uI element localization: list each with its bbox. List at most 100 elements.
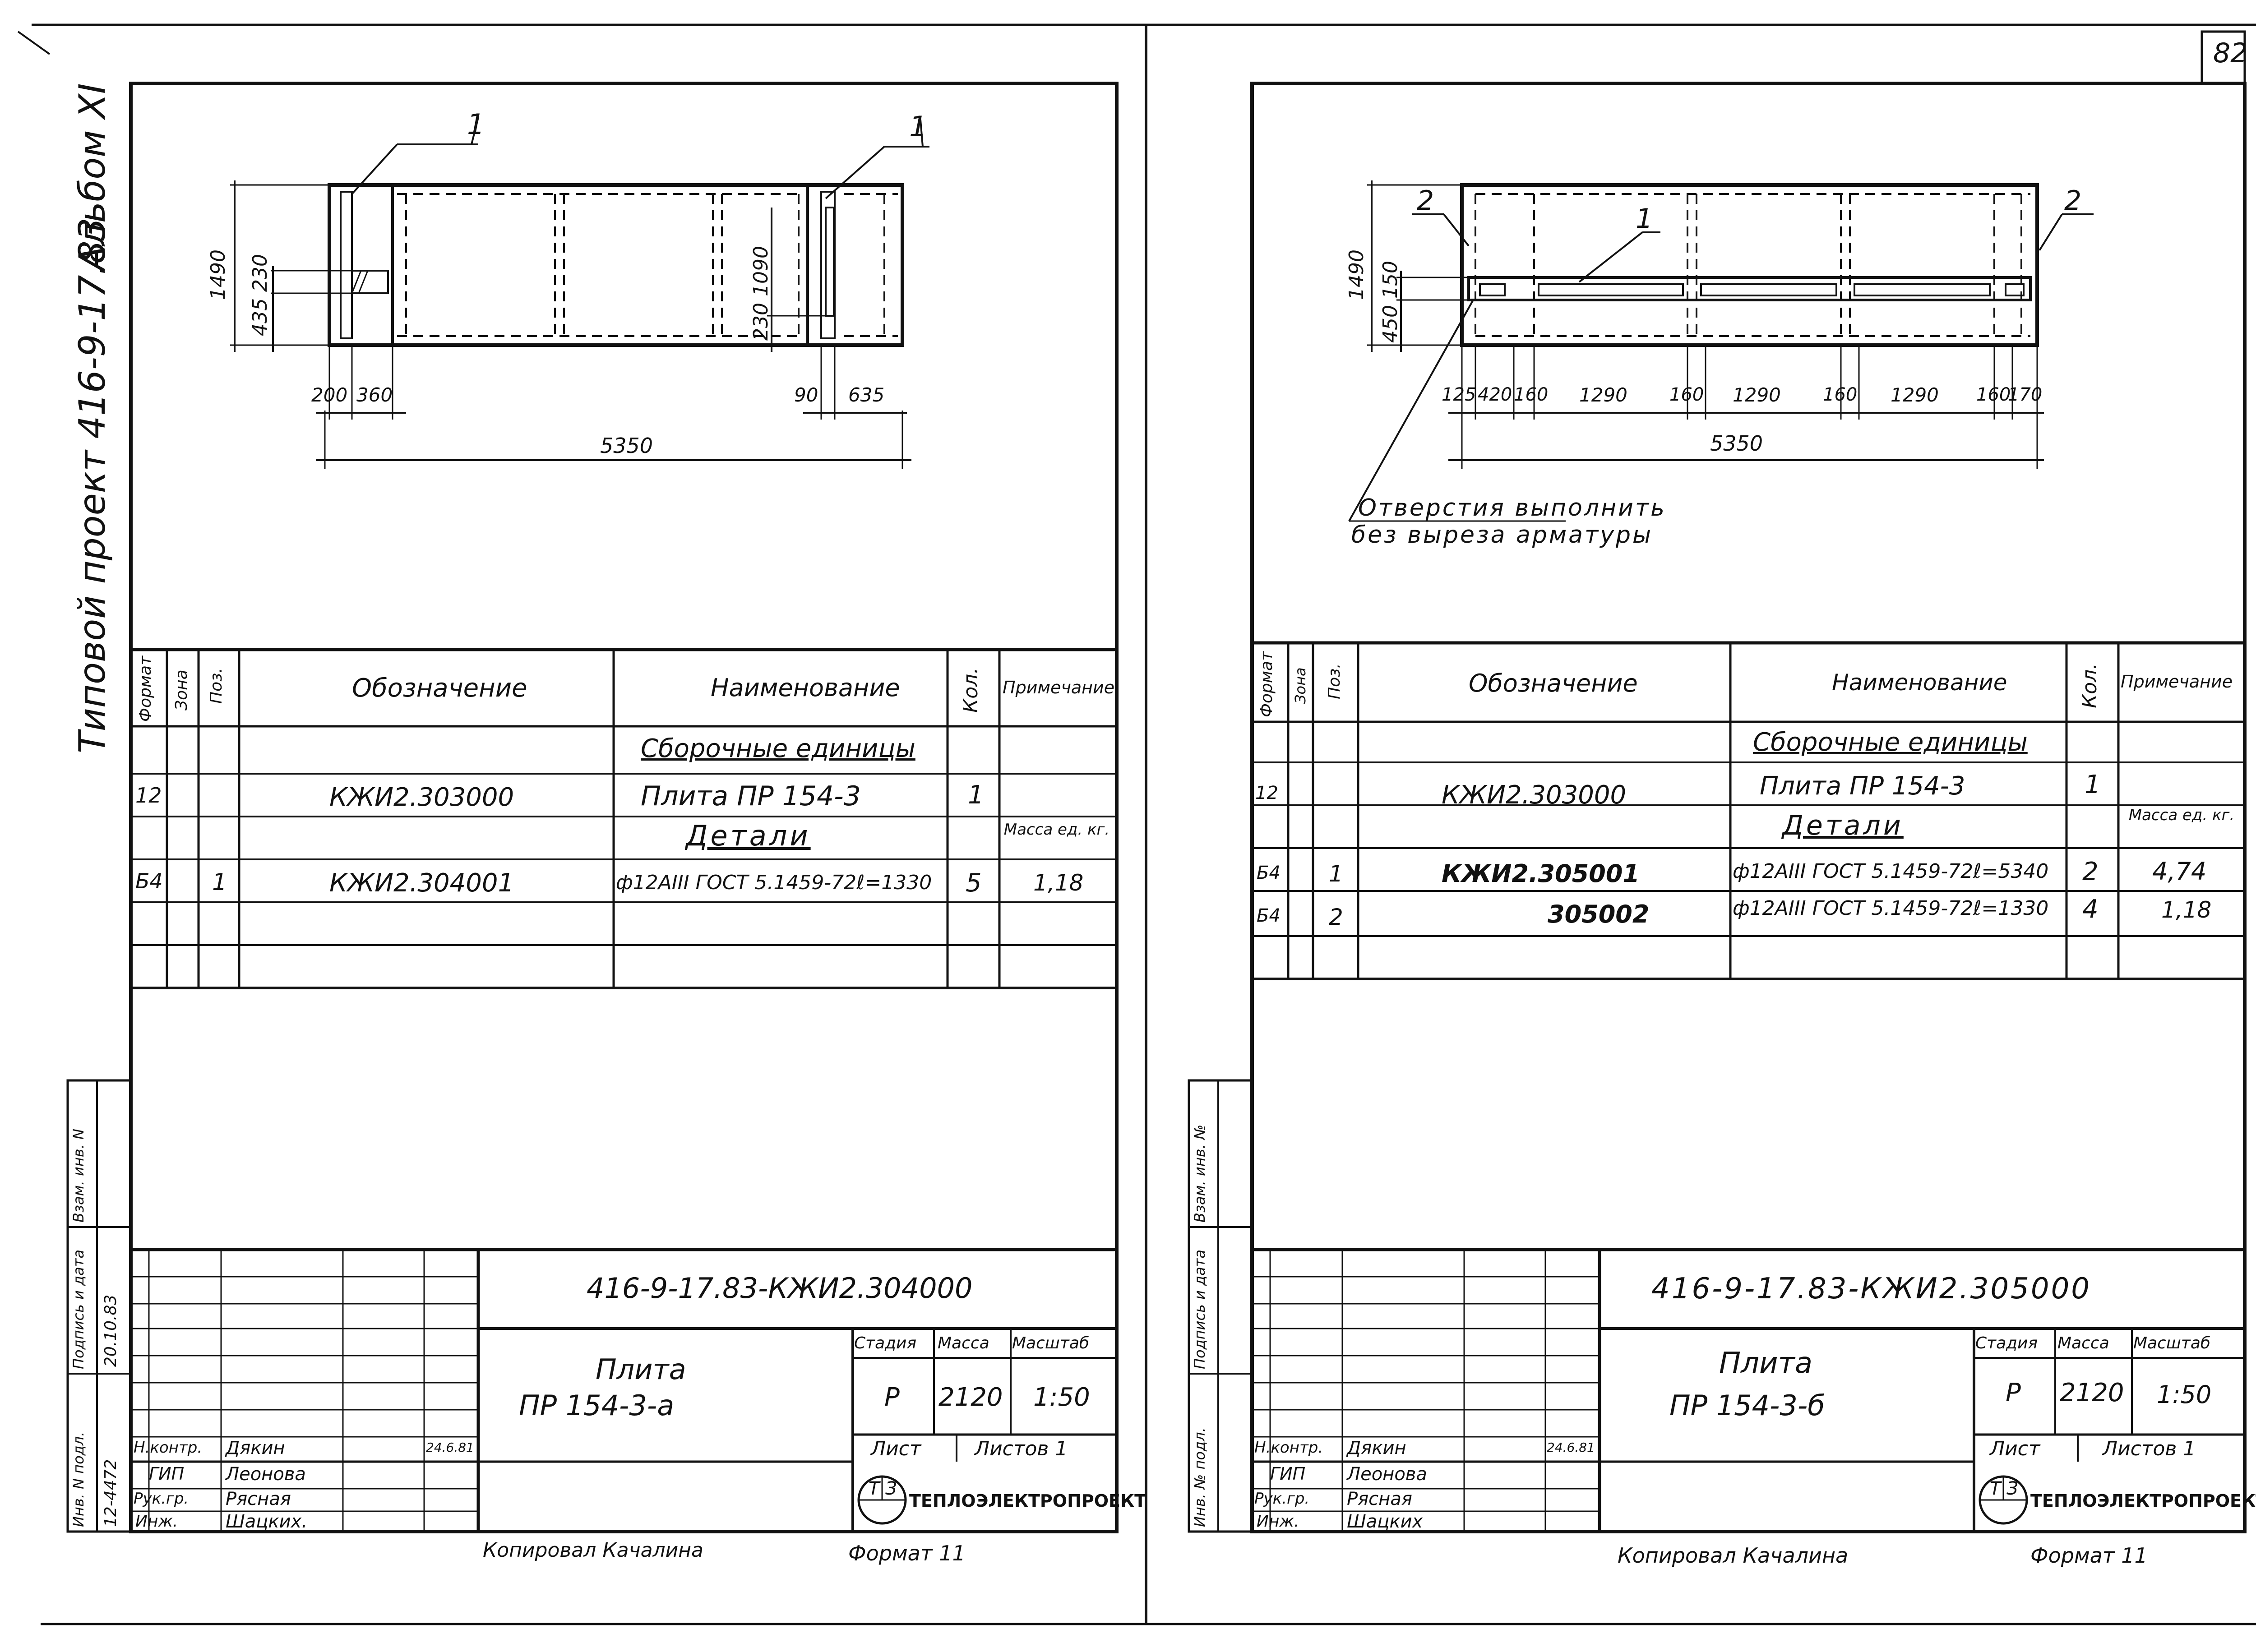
- mass-label: Масса: [938, 1334, 989, 1352]
- name-1: Леонова: [226, 1464, 306, 1485]
- chain-3: 1290: [1579, 384, 1627, 406]
- col-designation: Обозначение: [352, 674, 527, 703]
- name-0-r: Дякин: [1347, 1438, 1406, 1458]
- title-line2: ПР 154-3-а: [519, 1389, 675, 1422]
- dim-left-inner-r: 450 150: [1379, 261, 1402, 343]
- sheets-label-r: Листов 1: [2103, 1437, 2196, 1460]
- row3-qty-r: 2: [2082, 857, 2099, 886]
- col-zone-r: Зона: [1292, 667, 1309, 704]
- row2-note-r: Масса ед. кг.: [2128, 806, 2235, 824]
- row1-qty: 1: [968, 780, 984, 810]
- mass-label-r: Масса: [2057, 1334, 2109, 1352]
- stamp-inv-r: Инв. № подл.: [1191, 1427, 1208, 1527]
- stamp-date-value: 20.10.83: [102, 1294, 120, 1367]
- col-format-r: Формат: [1257, 651, 1276, 717]
- name-0: Дякин: [226, 1438, 285, 1458]
- scale-value-r: 1:50: [2157, 1380, 2212, 1409]
- mass-value: 2120: [938, 1383, 1003, 1412]
- row3-qty: 5: [966, 868, 982, 898]
- dim-360: 360: [356, 384, 393, 406]
- row2-note: Масса ед. кг.: [1003, 821, 1110, 839]
- col-qty-r: Кол.: [2078, 663, 2101, 708]
- title-line2-r: ПР 154-3-б: [1669, 1389, 1825, 1422]
- col-name: Наименование: [711, 674, 900, 702]
- row3-pos-r: 1: [1329, 861, 1343, 887]
- title-line1-r: Плита: [1719, 1347, 1813, 1380]
- role-3: Инж.: [135, 1512, 178, 1531]
- stamp-inv-value: 12-4472: [102, 1459, 120, 1527]
- name-3: Шацких.: [226, 1511, 308, 1532]
- role-1-r: ГИП: [1270, 1464, 1306, 1484]
- title-line1: Плита: [596, 1353, 686, 1386]
- col-pos: Поз.: [207, 668, 226, 704]
- row4-designation-r: 305002: [1548, 900, 1650, 928]
- org-name-r: ТЕПЛОЭЛЕКТРОПРОЕКТ: [2030, 1491, 2256, 1511]
- dim-left-inner: 435 230: [249, 254, 272, 336]
- copied-by: Копировал Качалина: [483, 1539, 703, 1562]
- stamp-vzam: Взам. инв. N: [70, 1129, 87, 1223]
- note-line2: без выреза арматуры: [1351, 521, 1653, 549]
- scale-value: 1:50: [1033, 1383, 1090, 1412]
- role-3-r: Инж.: [1257, 1512, 1299, 1531]
- name-2: Рясная: [226, 1489, 291, 1509]
- chain-7: 1290: [1891, 384, 1939, 406]
- row3-name: ф12АIII ГОСТ 5.1459-72ℓ=1330: [616, 871, 932, 894]
- row3-designation: КЖИ2.304001: [329, 868, 514, 898]
- row3-designation-r: КЖИ2.305001: [1442, 859, 1640, 888]
- stage-label-r: Стадия: [1975, 1334, 2038, 1352]
- emblem-letters: Т З: [869, 1478, 897, 1499]
- col-designation-r: Обозначение: [1469, 669, 1638, 697]
- scale-label-r: Масштаб: [2133, 1334, 2211, 1352]
- row1-name-r: Плита ПР 154-3: [1760, 771, 1965, 801]
- stage-value-r: Р: [2006, 1378, 2021, 1407]
- col-qty: Кол.: [959, 667, 982, 713]
- name-1-r: Леонова: [1347, 1464, 1427, 1485]
- row1-qty-r: 1: [2085, 770, 2101, 799]
- chain-2: 160: [1514, 384, 1549, 405]
- copied-by-r: Копировал Качалина: [1618, 1543, 1849, 1568]
- name-3-r: Шацких: [1347, 1511, 1423, 1532]
- date-0-r: 24.6.81: [1547, 1440, 1595, 1455]
- scale-label: Масштаб: [1012, 1334, 1090, 1352]
- dim-90: 90: [794, 384, 818, 406]
- stamp-inv: Инв. N подл.: [70, 1431, 87, 1527]
- dim-635: 635: [848, 384, 885, 406]
- album-label: Альбом XI: [71, 83, 113, 271]
- row4-qty-r: 4: [2082, 895, 2099, 924]
- col-pos-r: Поз.: [1325, 663, 1344, 699]
- row1-designation-r: КЖИ2.303000: [1442, 780, 1627, 810]
- dim-overall-r: 5350: [1710, 431, 1763, 456]
- stamp-sign-r: Подпись и дата: [1191, 1249, 1208, 1369]
- chain-0: 125: [1442, 384, 1476, 405]
- stage-value: Р: [884, 1383, 900, 1412]
- sheet-label-r: Лист: [1990, 1437, 2040, 1460]
- row2-name: Детали: [686, 819, 811, 852]
- row3-note-r: 4,74: [2152, 857, 2207, 886]
- name-2-r: Рясная: [1347, 1489, 1412, 1509]
- drawing-code: 416-9-17.83-КЖИ2.304000: [587, 1272, 973, 1305]
- emblem-letters-r: Т З: [1990, 1478, 2018, 1499]
- row1-designation: КЖИ2.303000: [329, 783, 514, 812]
- mass-value-r: 2120: [2060, 1378, 2124, 1407]
- drawing-code-r: 416-9-17.83-КЖИ2.305000: [1651, 1272, 2091, 1306]
- sheet-label: Лист: [871, 1437, 921, 1460]
- callout-1c: 1: [1636, 203, 1653, 235]
- row4-pos-r: 2: [1329, 904, 1343, 930]
- row4-name-r: ф12АIII ГОСТ 5.1459-72ℓ=1330: [1733, 897, 2049, 920]
- row0-name: Сборочные единицы: [641, 734, 915, 763]
- col-format: Формат: [136, 655, 155, 722]
- callout-1b: 1: [909, 110, 927, 143]
- stage-label: Стадия: [854, 1334, 917, 1352]
- org-name: ТЕПЛОЭЛЕКТРОПРОЕКТ: [909, 1491, 1146, 1511]
- role-2-r: Рук.гр.: [1254, 1490, 1310, 1508]
- stamp-sign: Подпись и дата: [70, 1249, 87, 1369]
- role-0-r: Н.контр.: [1254, 1439, 1323, 1457]
- row3-name-r: ф12АIII ГОСТ 5.1459-72ℓ=5340: [1733, 860, 2049, 883]
- callout-1a: 1: [467, 108, 485, 141]
- row1-name: Плита ПР 154-3: [641, 780, 861, 812]
- project-title: Типовой проект 416-9-17.83: [71, 217, 113, 753]
- sheets-label: Листов 1: [975, 1437, 1068, 1460]
- row1-format: 12: [135, 783, 162, 808]
- date-0: 24.6.81: [426, 1440, 474, 1455]
